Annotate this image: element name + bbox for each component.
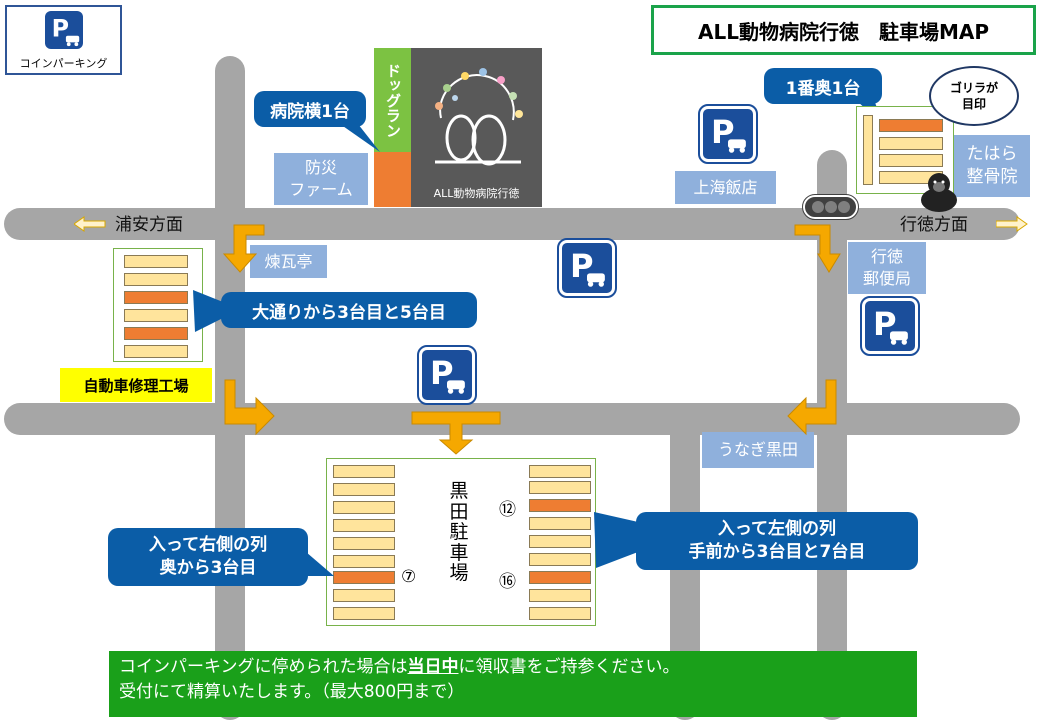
hospital-side-callout-pointer: [340, 124, 382, 158]
hospital-logo-icon: [435, 68, 523, 166]
bosai-farm-label: 防災 ファーム: [274, 153, 368, 205]
parking-space-highlight: [124, 327, 188, 340]
parking-space: [124, 345, 188, 358]
route-arrow: [222, 224, 265, 273]
parking-space: [333, 537, 395, 550]
parking-space: [879, 154, 943, 167]
left-row-callout: 入って左側の列 手前から3台目と7台目: [636, 512, 918, 570]
parking-space: [124, 309, 188, 322]
parking-space: [529, 517, 591, 530]
parking-space: [529, 607, 591, 620]
slot-number-16: ⑯: [499, 572, 516, 592]
hospital-side-callout: 病院横1台: [254, 91, 366, 127]
route-arrow: [794, 224, 841, 273]
kuroda-lot-name: 黒 田 駐 車 場: [449, 480, 469, 585]
middle-road: [4, 403, 1020, 435]
route-arrow: [787, 379, 837, 436]
notice-line-1: コインパーキングに停められた場合は当日中に領収書をご持参ください。: [119, 657, 680, 677]
parking-space-highlight: [333, 571, 395, 584]
route-arrow: [224, 379, 275, 436]
parking-space: [333, 607, 395, 620]
back-one-callout: 1番奥1台: [764, 68, 882, 104]
right-row-callout-pointer: [306, 548, 336, 588]
parking-space: [879, 137, 943, 150]
repair-shop-label: 自動車修理工場: [60, 368, 212, 402]
parking-icon: P: [557, 238, 617, 298]
parking-icon: P: [698, 104, 758, 164]
parking-space: [333, 501, 395, 514]
west-arrow-icon: [73, 216, 106, 236]
post-office-label: 行徳 郵便局: [848, 242, 926, 294]
parking-icon: P: [45, 11, 83, 49]
unagi-label: うなぎ黒田: [702, 432, 814, 468]
parking-space: [124, 255, 188, 268]
parking-space: [333, 483, 395, 496]
parking-space-highlight: [124, 291, 188, 304]
parking-space: [333, 589, 395, 602]
repair-shop-lot: [113, 248, 203, 362]
map-title: ALL動物病院行徳 駐車場MAP: [651, 5, 1036, 55]
parking-space: [529, 465, 591, 478]
parking-space: [333, 555, 395, 568]
hospital-building: ALL動物病院行徳: [411, 48, 542, 207]
parking-space: [529, 589, 591, 602]
repair-lot-callout: 大通りから3台目と5台目: [221, 292, 477, 328]
notice-line-2: 受付にて精算いたします。（最大800円まで）: [119, 681, 465, 702]
slot-number-7: ⑦: [401, 567, 417, 587]
parking-space-highlight: [529, 571, 591, 584]
parking-space-highlight: [879, 119, 943, 132]
rengatei-label: 煉瓦亭: [250, 245, 327, 278]
payment-notice: コインパーキングに停められた場合は当日中に領収書をご持参ください。 受付にて精算…: [109, 651, 917, 717]
parking-space: [333, 465, 395, 478]
parking-space: [124, 273, 188, 286]
svg-text:P: P: [52, 15, 69, 43]
slot-number-12: ⑫: [499, 500, 516, 520]
lot-bar: [863, 115, 873, 185]
west-direction-label: 浦安方面: [115, 215, 183, 235]
route-arrow: [411, 411, 501, 455]
parking-space: [529, 535, 591, 548]
repair-lot-callout-pointer: [193, 288, 225, 340]
parking-space-highlight: [529, 499, 591, 512]
parking-space: [529, 553, 591, 566]
right-row-callout: 入って右側の列 奥から3台目: [108, 528, 308, 586]
hospital-parking-slot: [374, 152, 411, 207]
tahara-label: たはら 整骨院: [954, 135, 1030, 197]
kuroda-lot: 黒 田 駐 車 場 ⑦ ⑫ ⑯: [326, 458, 596, 626]
notice-emphasis: 当日中: [407, 657, 459, 677]
east-direction-label: 行徳方面: [900, 215, 968, 235]
gorilla-icon: [918, 170, 960, 216]
gorilla-callout: ゴリラが 目印: [929, 66, 1019, 126]
parking-icon: P: [417, 345, 477, 405]
parking-space: [529, 481, 591, 494]
left-row-callout-pointer: [594, 508, 640, 576]
dog-run: ドッグラン: [374, 48, 411, 152]
coin-parking-label: コインパーキング: [19, 57, 108, 70]
traffic-light-icon: [802, 194, 859, 220]
coin-parking-legend: P コインパーキング: [5, 5, 122, 75]
parking-space: [333, 519, 395, 532]
east-arrow-icon: [995, 216, 1028, 236]
hospital-name: ALL動物病院行徳: [433, 187, 520, 200]
parking-icon: P: [860, 296, 920, 356]
shanghai-label: 上海飯店: [675, 171, 776, 204]
